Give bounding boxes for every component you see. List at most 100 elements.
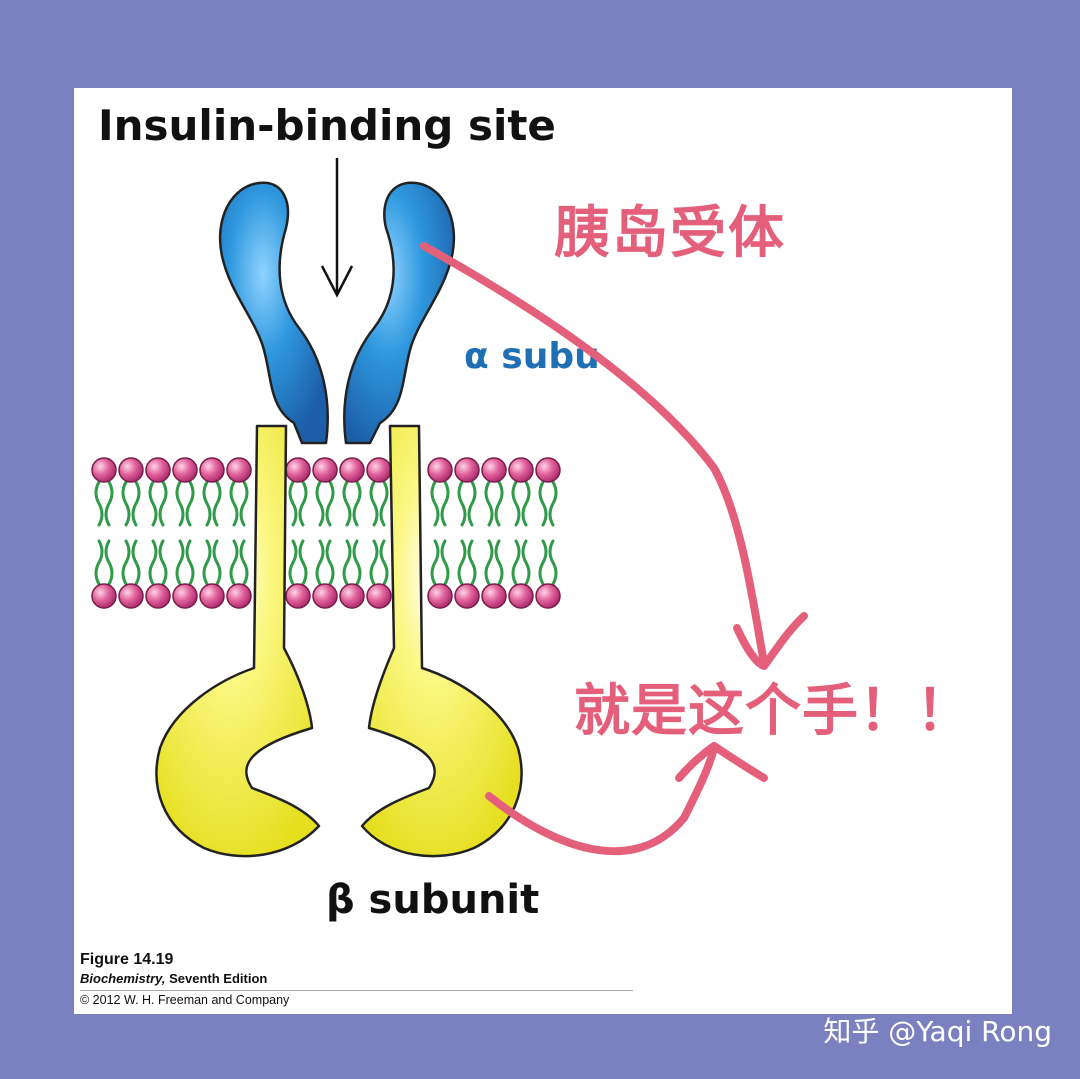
- beta-subunit-label: β subunit: [326, 877, 539, 923]
- lipid-tail: [212, 480, 222, 527]
- lipid-tail: [315, 539, 325, 586]
- lipid-tail: [158, 480, 168, 527]
- figure-panel: Insulin-binding site α subu β subunit 胰岛…: [74, 88, 1012, 1014]
- phospholipid-head: [118, 583, 144, 609]
- phospholipid-head: [312, 457, 338, 483]
- lipid-tail: [484, 539, 494, 586]
- lipid-tail: [94, 480, 104, 527]
- phospholipid-head: [145, 583, 171, 609]
- lipid-tail: [494, 539, 504, 586]
- lipid-tail: [352, 480, 362, 527]
- lipid-tail: [352, 539, 362, 586]
- lipid-tail: [521, 480, 531, 527]
- lipid-tail: [121, 539, 131, 586]
- phospholipid-head: [366, 457, 392, 483]
- arrow-from-beta: [485, 744, 718, 856]
- lipid-tail: [548, 539, 558, 586]
- copyright-line: © 2012 W. H. Freeman and Company: [80, 993, 290, 1007]
- lipid-tail: [379, 480, 389, 527]
- lipid-tail: [158, 539, 168, 586]
- phospholipid-head: [145, 457, 171, 483]
- lipid-tail: [94, 539, 104, 586]
- lipid-tail: [342, 480, 352, 527]
- lipid-tail: [185, 539, 195, 586]
- lipid-tail: [131, 539, 141, 586]
- phospholipid-head: [285, 583, 311, 609]
- phospholipid-head: [312, 583, 338, 609]
- lipid-tail: [430, 480, 440, 527]
- lipid-tail: [494, 480, 504, 527]
- lipid-tail: [538, 480, 548, 527]
- lipid-tail: [342, 539, 352, 586]
- phospholipid-head: [481, 583, 507, 609]
- lipid-tail: [202, 480, 212, 527]
- lipid-tail: [440, 539, 450, 586]
- lipid-tail: [229, 539, 239, 586]
- lipid-tail: [315, 480, 325, 527]
- lipid-tail: [202, 539, 212, 586]
- lipid-tail: [548, 480, 558, 527]
- lipid-tail: [212, 539, 222, 586]
- lipid-tail: [457, 480, 467, 527]
- lipid-tail: [229, 480, 239, 527]
- lipid-tail: [104, 480, 114, 527]
- lipid-tail: [379, 539, 389, 586]
- lipid-tail: [484, 480, 494, 527]
- lipid-tail: [185, 480, 195, 527]
- phospholipid-head: [199, 583, 225, 609]
- book-title: Biochemistry,: [80, 971, 166, 986]
- lipid-tail: [121, 480, 131, 527]
- figure-number: Figure 14.19: [80, 951, 174, 968]
- lipid-tail: [430, 539, 440, 586]
- lipid-tail: [175, 480, 185, 527]
- beta-subunit-left: [155, 424, 321, 858]
- phospholipid-head: [508, 457, 534, 483]
- phospholipid-head: [91, 583, 117, 609]
- lipid-tail: [369, 480, 379, 527]
- phospholipid-head: [285, 457, 311, 483]
- arrow-from-alpha: [420, 242, 768, 667]
- lipid-tail: [467, 480, 477, 527]
- lipid-tail: [288, 480, 298, 527]
- phospholipid-head: [535, 583, 561, 609]
- lipid-tail: [511, 480, 521, 527]
- phospholipid-heads: [91, 457, 561, 609]
- phospholipid-head: [339, 457, 365, 483]
- phospholipid-head: [172, 583, 198, 609]
- alpha-subunit-left: [218, 181, 329, 445]
- phospholipid-head: [481, 457, 507, 483]
- lipid-tail: [288, 539, 298, 586]
- lipid-tail: [104, 539, 114, 586]
- down-arrow-icon: [320, 158, 354, 298]
- annotation-arrows: [420, 242, 808, 856]
- annotation-hand-note: 就是这个手！！: [574, 679, 973, 744]
- lipid-tail: [325, 480, 335, 527]
- alpha-subunit-right: [343, 181, 456, 445]
- lipid-tail: [175, 539, 185, 586]
- phospholipid-head: [454, 457, 480, 483]
- phospholipid-head: [508, 583, 534, 609]
- phospholipid-head: [172, 457, 198, 483]
- lipid-tail: [325, 539, 335, 586]
- arrow-from-alpha-head: [733, 612, 808, 670]
- lipid-tail: [298, 539, 308, 586]
- binding-site-label: Insulin-binding site: [98, 101, 556, 150]
- annotation-title: 胰岛受体: [554, 201, 786, 266]
- lipid-tail: [148, 539, 158, 586]
- book-edition: Seventh Edition: [169, 971, 268, 986]
- lipid-tail: [239, 480, 249, 527]
- phospholipid-head: [535, 457, 561, 483]
- phospholipid-head: [226, 583, 252, 609]
- lipid-tail: [131, 480, 141, 527]
- phospholipid-head: [339, 583, 365, 609]
- lipid-tail: [298, 480, 308, 527]
- phospholipid-head: [118, 457, 144, 483]
- phospholipid-head: [91, 457, 117, 483]
- phospholipid-head: [199, 457, 225, 483]
- lipid-tail: [369, 539, 379, 586]
- lipid-tail: [521, 539, 531, 586]
- lipid-tail: [467, 539, 477, 586]
- phospholipid-head: [427, 583, 453, 609]
- figure-caption: Figure 14.19 Biochemistry, Seventh Editi…: [80, 950, 633, 1009]
- insulin-receptor-diagram: Insulin-binding site α subu β subunit: [91, 101, 808, 923]
